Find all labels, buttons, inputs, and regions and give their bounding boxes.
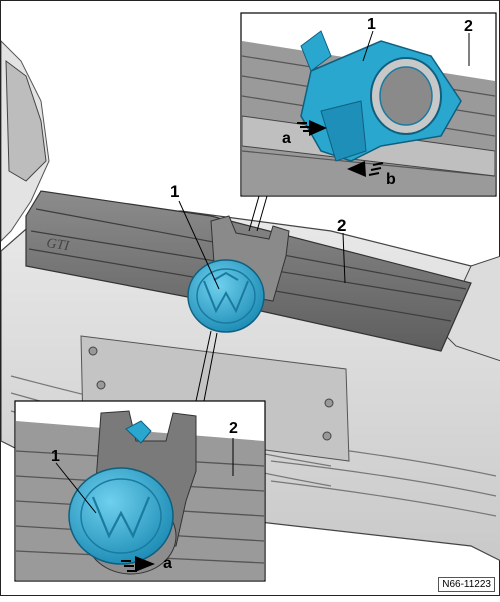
callout-inset-top-b: b [386, 171, 396, 188]
callout-inset-bottom-2: 2 [229, 420, 238, 437]
inset-top: 1 2 a b [240, 12, 497, 197]
callout-inset-bottom-1: 1 [51, 448, 60, 465]
arrow-a-top [297, 120, 327, 136]
arrow-b-top [347, 161, 384, 177]
figure-reference-code: N66-11223 [438, 577, 495, 592]
emblem-main [187, 215, 290, 333]
callout-main-1: 1 [170, 182, 179, 201]
callout-inset-top-1: 1 [367, 16, 376, 33]
connector-lines [195, 195, 268, 402]
callout-inset-top-2: 2 [464, 18, 473, 35]
main-callouts: 1 2 [170, 182, 346, 290]
inset-bottom: 1 2 a [14, 400, 266, 582]
svg-text:GTI: GTI [45, 236, 71, 254]
callout-main-2: 2 [337, 216, 346, 235]
arrow-a-bottom [121, 556, 155, 572]
callout-inset-top-a: a [282, 130, 291, 147]
callout-inset-bottom-a: a [163, 555, 172, 572]
